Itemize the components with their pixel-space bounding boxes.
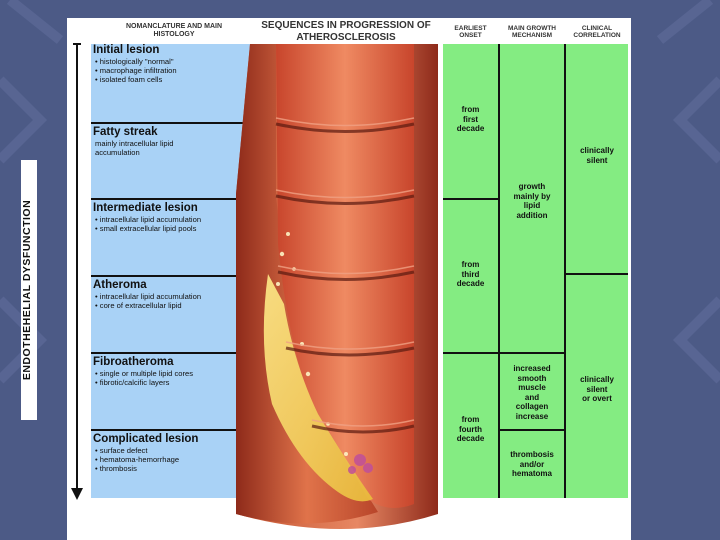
lesion-title: Initial lesion (93, 44, 250, 57)
growth-line: increased (500, 364, 564, 374)
growth-divider (500, 429, 564, 431)
lesion-complicated: Complicated lesion • surface defect • he… (91, 433, 250, 473)
onset-line: third (443, 270, 498, 280)
growth-line: and (500, 393, 564, 403)
lesion-line: • isolated foam cells (95, 75, 250, 84)
header-main-growth: MAIN GROWTH MECHANISM (500, 25, 564, 40)
growth-thrombosis: thrombosis and/or hematoma (500, 450, 564, 479)
growth-line: collagen (500, 402, 564, 412)
clinical-line: silent (566, 385, 628, 395)
lesion-line: • macrophage infiltration (95, 66, 250, 75)
lesion-line: mainly intracellular lipid (95, 139, 250, 148)
clinical-line: clinically (566, 375, 628, 385)
onset-line: from (443, 105, 498, 115)
growth-line: and/or (500, 460, 564, 470)
lesion-line: • small extracellular lipid pools (95, 224, 250, 233)
lesion-fibroatheroma: Fibroatheroma • single or multiple lipid… (91, 356, 250, 387)
header-earliest-onset: EARLIEST ONSET (443, 25, 498, 40)
lesion-line: • core of extracellular lipid (95, 301, 250, 310)
stage-divider (91, 275, 250, 277)
onset-line: decade (443, 124, 498, 134)
growth-line: increase (500, 412, 564, 422)
stage-divider (91, 352, 250, 354)
clinical-column (566, 44, 628, 498)
lesion-line: • intracellular lipid accumulation (95, 292, 250, 301)
lesion-title: Intermediate lesion (93, 202, 250, 215)
clinical-silent: clinically silent (566, 146, 628, 165)
clinical-divider (566, 273, 628, 275)
lesion-title: Atheroma (93, 279, 250, 292)
growth-line: growth (500, 182, 564, 192)
stage-divider (91, 198, 250, 200)
lesion-line: • histologically "normal" (95, 57, 250, 66)
lesion-line: accumulation (95, 148, 250, 157)
onset-third-decade: from third decade (443, 260, 498, 289)
axis-arrow-head (71, 488, 83, 500)
clinical-line: or overt (566, 394, 628, 404)
column-divider (564, 44, 566, 498)
growth-smooth-muscle: increased smooth muscle and collagen inc… (500, 364, 564, 421)
artery-illustration (228, 44, 450, 540)
axis-arrow-line (76, 44, 78, 488)
onset-line: from (443, 415, 498, 425)
lesion-fatty-streak: Fatty streak mainly intracellular lipid … (91, 126, 250, 157)
growth-line: lipid (500, 201, 564, 211)
lesion-title: Fibroatheroma (93, 356, 250, 369)
onset-first-decade: from first decade (443, 105, 498, 134)
lesion-title: Complicated lesion (93, 433, 250, 446)
growth-line: hematoma (500, 469, 564, 479)
lesion-line: • hematoma-hemorrhage (95, 455, 250, 464)
clinical-line: silent (566, 156, 628, 166)
onset-line: decade (443, 279, 498, 289)
lesion-atheroma: Atheroma • intracellular lipid accumulat… (91, 279, 250, 310)
growth-lipid-addition: growth mainly by lipid addition (500, 182, 564, 220)
lesion-line: • thrombosis (95, 464, 250, 473)
stage-divider (91, 429, 250, 431)
onset-line: first (443, 115, 498, 125)
lesion-intermediate: Intermediate lesion • intracellular lipi… (91, 202, 250, 233)
header-nomenclature: NOMANCLATURE AND MAIN HISTOLOGY (114, 23, 234, 39)
growth-line: smooth (500, 374, 564, 384)
stage-divider (91, 122, 250, 124)
onset-line: decade (443, 434, 498, 444)
lesion-line: • single or multiple lipid cores (95, 369, 250, 378)
lesion-line: • intracellular lipid accumulation (95, 215, 250, 224)
onset-divider (443, 352, 564, 354)
header-clinical: CLINICAL CORRELATION (564, 25, 630, 40)
onset-fourth-decade: from fourth decade (443, 415, 498, 444)
growth-line: addition (500, 211, 564, 221)
lesion-line: • fibrotic/calcific layers (95, 378, 250, 387)
lesion-line: • surface defect (95, 446, 250, 455)
onset-line: from (443, 260, 498, 270)
growth-line: thrombosis (500, 450, 564, 460)
lesion-title: Fatty streak (93, 126, 250, 139)
onset-line: fourth (443, 425, 498, 435)
onset-divider (443, 198, 498, 200)
lesion-initial: Initial lesion • histologically "normal"… (91, 44, 250, 84)
growth-line: mainly by (500, 192, 564, 202)
growth-line: muscle (500, 383, 564, 393)
header-sequences: SEQUENCES IN PROGRESSION OF ATHEROSCLERO… (255, 20, 437, 43)
clinical-silent-or-overt: clinically silent or overt (566, 375, 628, 404)
clinical-line: clinically (566, 146, 628, 156)
endothelial-dysfunction-label: ENDOTHEHELIAL DYSFUNCTION (21, 160, 37, 420)
